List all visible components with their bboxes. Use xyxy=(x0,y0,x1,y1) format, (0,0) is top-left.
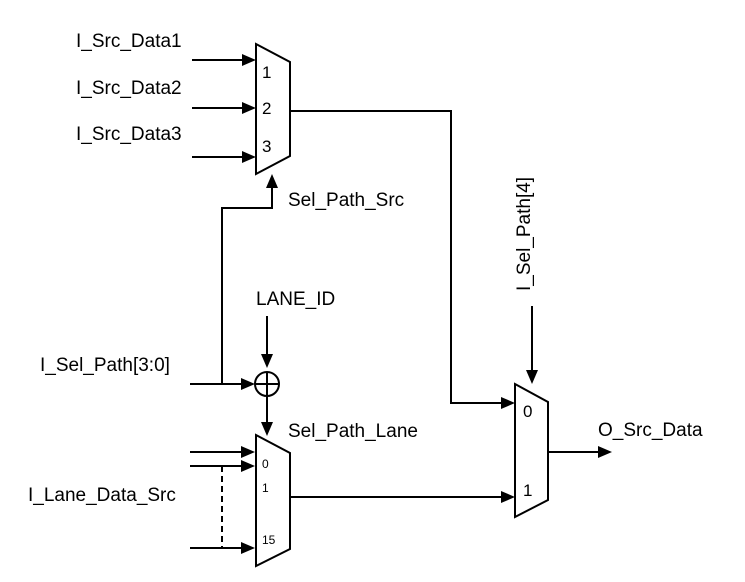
lane-mux-port-15: 15 xyxy=(262,533,276,547)
lane-mux-port-0: 0 xyxy=(262,457,269,471)
sel-path-4-label: I_Sel_Path[4] xyxy=(514,177,535,291)
lane-data-1-arrowhead xyxy=(241,460,255,472)
lane-data-15-arrowhead xyxy=(241,542,255,554)
lane-id-label: LANE_ID xyxy=(256,289,335,310)
sel-path-lane-label: Sel_Path_Lane xyxy=(288,421,418,442)
src-data2-label: I_Src_Data2 xyxy=(76,78,182,99)
src-mux-output-wire xyxy=(290,110,503,404)
src-data1-label: I_Src_Data1 xyxy=(76,31,182,52)
lane-id-arrowhead xyxy=(261,354,273,368)
src-mux-port-2: 2 xyxy=(262,99,271,118)
src-mux-output-arrowhead xyxy=(501,397,515,409)
src-data-mux xyxy=(255,42,291,176)
sel-path-4-arrowhead xyxy=(526,370,538,384)
output-mux-port-0: 0 xyxy=(523,402,532,421)
sel-path-src-wire xyxy=(221,186,273,384)
output-mux-port-1: 1 xyxy=(523,481,532,500)
src-mux-port-3: 3 xyxy=(262,137,271,156)
sel-path-3-0-label: I_Sel_Path[3:0] xyxy=(40,355,170,376)
sel-path-src-label: Sel_Path_Src xyxy=(288,190,404,211)
src-data3-label: I_Src_Data3 xyxy=(76,124,182,145)
output-mux xyxy=(514,382,549,519)
lane-mux-port-1: 1 xyxy=(262,481,269,495)
output-label: O_Src_Data xyxy=(598,420,703,441)
lane-data-src-label: I_Lane_Data_Src xyxy=(28,485,176,506)
sel-path-3-0-arrowhead xyxy=(241,378,255,390)
sel-path-src-arrowhead xyxy=(266,174,278,188)
sel-path-lane-arrowhead xyxy=(261,422,273,436)
output-arrowhead xyxy=(598,446,612,458)
src-data3-arrowhead xyxy=(242,151,256,163)
lane-data-mux xyxy=(255,433,291,568)
src-data1-arrowhead xyxy=(242,54,256,66)
lane-mux-output-arrowhead xyxy=(501,491,515,503)
lane-data-0-arrowhead xyxy=(241,446,255,458)
xor-icon xyxy=(254,371,280,397)
src-data2-arrowhead xyxy=(242,102,256,114)
src-mux-port-1: 1 xyxy=(262,63,271,82)
